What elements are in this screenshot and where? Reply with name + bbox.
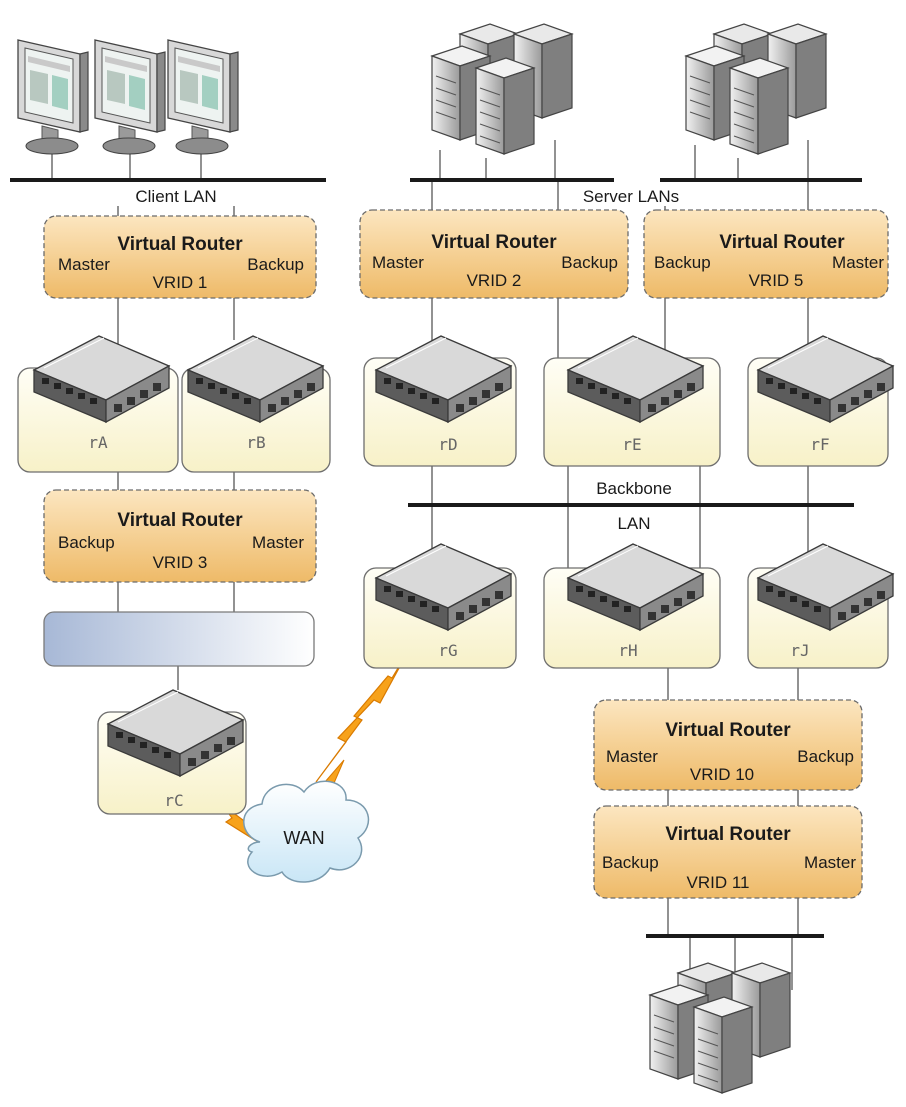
vr-right-role: Backup	[561, 253, 618, 272]
router-rb: rB	[181, 335, 331, 473]
router-label: rJ	[790, 641, 809, 660]
vr-title: Virtual Router	[719, 232, 845, 253]
vr-left-role: Master	[58, 255, 110, 274]
vr-title: Virtual Router	[117, 510, 243, 531]
client-monitor-icon	[167, 39, 239, 155]
vr-id: VRID 3	[153, 553, 208, 572]
vr-left-role: Master	[606, 747, 658, 766]
vr-title: Virtual Router	[665, 824, 791, 845]
router-rh: rH	[543, 543, 721, 669]
vr-right-role: Master	[832, 253, 884, 272]
router-ra: rA	[17, 335, 179, 473]
virtual-router-vrid1: Virtual Router Master Backup VRID 1	[43, 215, 317, 299]
router-label: rB	[246, 433, 265, 452]
vr-right-role: Master	[804, 853, 856, 872]
router-rg: rG	[363, 543, 517, 669]
vr-right-role: Master	[252, 533, 304, 552]
router-rf: rF	[747, 335, 894, 467]
vr-id: VRID 2	[467, 271, 522, 290]
server-cluster-icon	[431, 23, 573, 155]
router-label: rC	[164, 791, 183, 810]
vr-id: VRID 10	[690, 765, 754, 784]
client-monitor-icon	[94, 39, 166, 155]
router-label: rA	[88, 433, 108, 452]
backbone-label: Backbone	[596, 479, 672, 498]
shared-segment-bar	[43, 611, 315, 667]
virtual-router-vrid2: Virtual Router Master Backup VRID 2	[359, 209, 629, 299]
lan-label: LAN	[617, 514, 650, 533]
vr-left-role: Backup	[654, 253, 711, 272]
wan-label: WAN	[283, 828, 324, 848]
vr-id: VRID 5	[749, 271, 804, 290]
vr-title: Virtual Router	[117, 234, 243, 255]
virtual-router-vrid5: Virtual Router Backup Master VRID 5	[643, 209, 889, 299]
vr-right-role: Backup	[797, 747, 854, 766]
client-lan-label: Client LAN	[135, 187, 216, 206]
wan-cloud-icon: WAN	[243, 780, 370, 883]
vr-id: VRID 11	[687, 873, 750, 892]
server-cluster-icon	[649, 962, 791, 1094]
router-label: rF	[810, 435, 829, 454]
router-rd: rD	[363, 335, 517, 467]
vr-left-role: Backup	[58, 533, 115, 552]
client-monitor-icon	[17, 39, 89, 155]
router-label: rG	[438, 641, 457, 660]
router-rc: rC	[97, 689, 247, 815]
vr-right-role: Backup	[247, 255, 304, 274]
virtual-router-vrid10: Virtual Router Master Backup VRID 10	[593, 699, 863, 791]
router-label: rH	[618, 641, 637, 660]
virtual-router-vrid11: Virtual Router Backup Master VRID 11	[593, 805, 863, 899]
vr-id: VRID 1	[153, 273, 208, 292]
router-rj: rJ	[747, 543, 894, 669]
router-re: rE	[543, 335, 721, 467]
router-label: rD	[438, 435, 457, 454]
server-lans-label: Server LANs	[583, 187, 679, 206]
server-cluster-icon	[685, 23, 827, 155]
lan-bars	[10, 178, 862, 938]
vr-title: Virtual Router	[665, 720, 791, 741]
router-label: rE	[622, 435, 641, 454]
vr-title: Virtual Router	[431, 232, 557, 253]
vr-left-role: Backup	[602, 853, 659, 872]
vr-left-role: Master	[372, 253, 424, 272]
virtual-router-vrid3: Virtual Router Backup Master VRID 3	[43, 489, 317, 583]
